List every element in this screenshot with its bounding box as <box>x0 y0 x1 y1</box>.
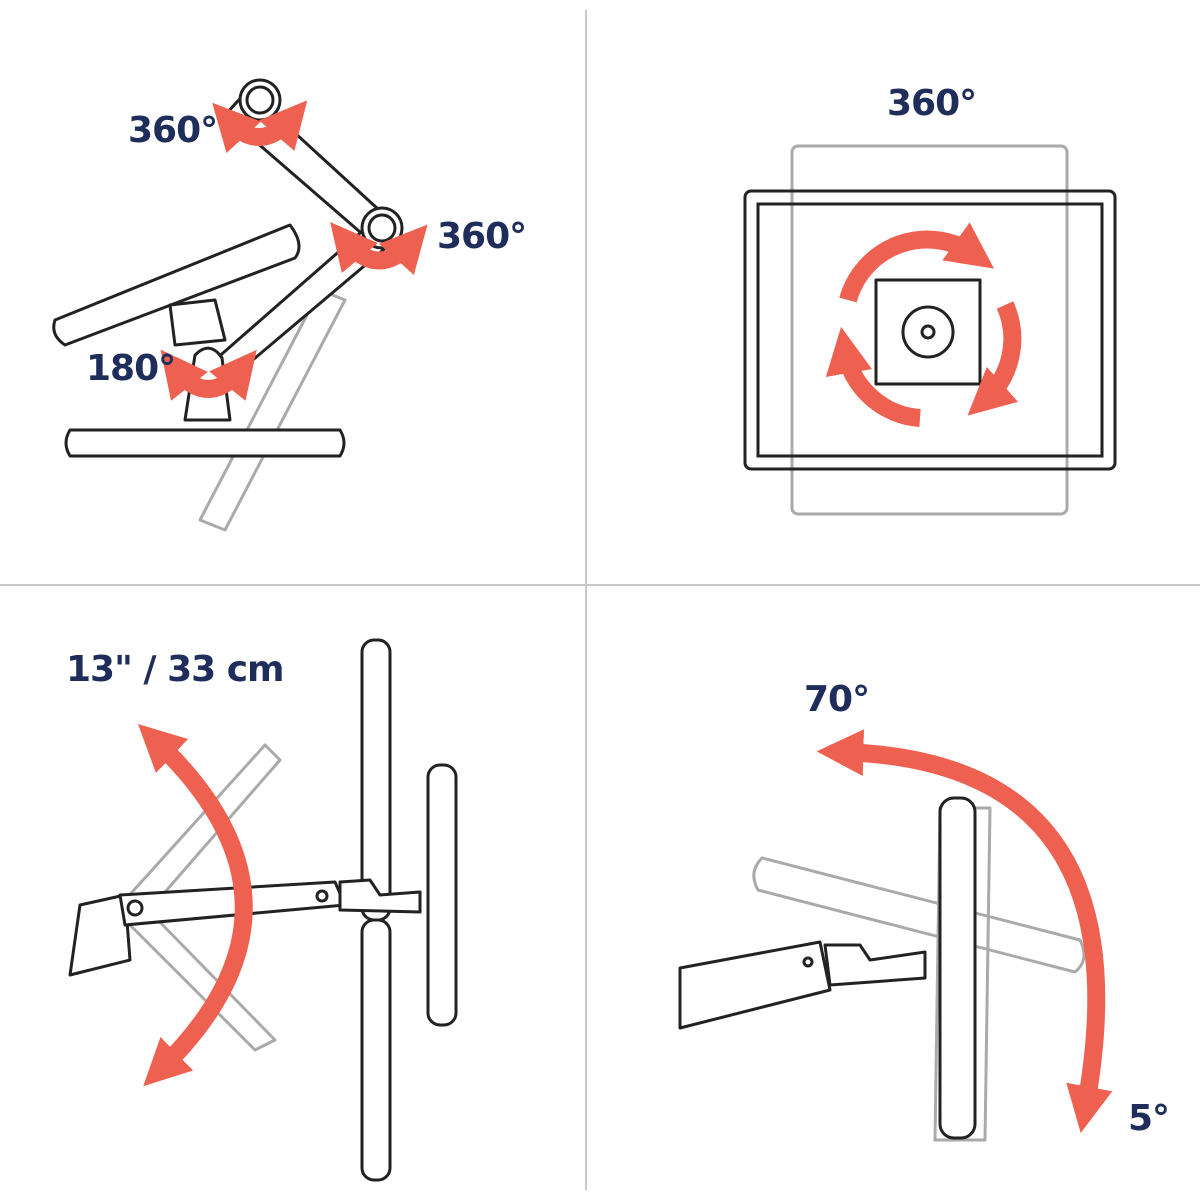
label-tilt-up: 70° <box>804 679 869 720</box>
rotate-arrow-middle <box>330 221 428 276</box>
label-middle-joint-rotation: 360° <box>437 216 526 257</box>
arm-connector <box>823 943 927 987</box>
extension-arm <box>118 880 347 927</box>
rotate-arrow-top <box>212 100 308 154</box>
landscape-monitor <box>743 189 1117 471</box>
vesa-plate <box>874 278 982 386</box>
panel-screen-rotation: 360° <box>743 83 1117 516</box>
tilt-arrow <box>816 729 1113 1134</box>
label-base-swivel: 180° <box>86 348 175 389</box>
panel-arm-articulation: 360° 360° 180° <box>52 78 527 532</box>
arm-connector <box>338 878 422 914</box>
monitor-high <box>360 638 392 922</box>
label-tilt-down: 5° <box>1128 1098 1169 1139</box>
monitor-center <box>426 763 458 1027</box>
panel-tilt: 70° 5° <box>678 679 1170 1142</box>
height-arrow <box>137 723 253 1087</box>
monitor-low <box>360 918 392 1182</box>
upright-monitor <box>938 796 977 1140</box>
ghost-portrait-monitor <box>790 144 1069 516</box>
extension-arm <box>678 940 832 1030</box>
rotate-arrow-base <box>160 349 257 401</box>
label-top-joint-rotation: 360° <box>128 110 217 151</box>
panel-height-adjustment: 13" / 33 cm <box>66 638 458 1182</box>
rotate-arrow-right <box>967 301 1022 416</box>
rotate-arrow-top <box>839 222 995 303</box>
ghost-arm <box>198 288 347 532</box>
monitor-bracket <box>168 298 227 347</box>
label-height-range: 13" / 33 cm <box>66 649 284 690</box>
rotate-arrow-bottom <box>825 326 921 427</box>
tilted-monitor <box>52 223 301 347</box>
desk-base <box>64 428 346 458</box>
label-screen-rotation: 360° <box>887 83 976 124</box>
